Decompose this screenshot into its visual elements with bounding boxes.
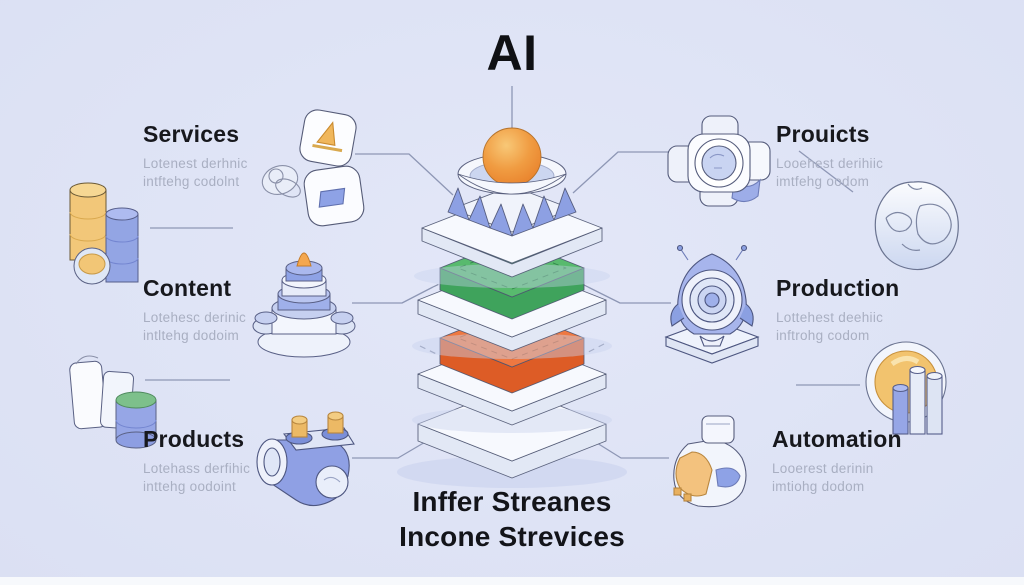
item-label: Automation bbox=[772, 426, 902, 452]
footer-line-2: Incone Strevices bbox=[399, 521, 625, 552]
item-subtext: Lotehass derfihic inttehg oodoint bbox=[143, 461, 251, 494]
item-subtext: Lotehesc derinic intltehg dodoim bbox=[143, 310, 247, 343]
item-subtext: Looerest derinin imtiohg dodom bbox=[772, 461, 874, 494]
crown-teeth bbox=[447, 187, 577, 237]
item-label: Products bbox=[143, 426, 245, 452]
footer-line-1: Inffer Streanes bbox=[412, 486, 612, 517]
tiered-stack-icon bbox=[252, 252, 356, 358]
item-content: Content Lotehesc derinic intltehg dodoim bbox=[143, 275, 353, 345]
item-automation: Automation Looerest derinin imtiohg dodo… bbox=[772, 426, 982, 496]
coin-stacks-icon bbox=[69, 182, 139, 285]
item-products: Products Lotehass derfihic inttehg oodoi… bbox=[143, 426, 353, 496]
dice-knot-icon bbox=[261, 109, 365, 227]
ring-front-lip bbox=[457, 173, 567, 195]
item-label: Content bbox=[143, 275, 232, 301]
item-label: Services bbox=[143, 121, 240, 147]
camera-icon bbox=[667, 115, 771, 207]
globe-icon bbox=[874, 181, 959, 271]
item-services: Services Lotenest derhnic intftehg codol… bbox=[143, 121, 353, 191]
footer-caption: Inffer Streanes Incone Strevices bbox=[0, 484, 1024, 554]
rocket-icon bbox=[664, 244, 760, 364]
item-subtext: Looehest derihiic imtfehg oodom bbox=[776, 156, 884, 189]
ai-stack bbox=[397, 127, 627, 488]
bottom-strip bbox=[0, 577, 1024, 585]
orange-sphere-icon bbox=[482, 127, 542, 187]
item-label: Prouicts bbox=[776, 121, 870, 147]
item-production: Production Lottehest deehiic inftrohg co… bbox=[776, 275, 986, 345]
coin-chart-icon bbox=[865, 341, 947, 435]
item-subtext: Lottehest deehiic inftrohg codom bbox=[776, 310, 884, 343]
machine-icon bbox=[256, 411, 355, 507]
item-prouicts: Prouicts Looehest derihiic imtfehg oodom bbox=[776, 121, 986, 191]
box-database-icon bbox=[69, 355, 157, 449]
item-subtext: Lotenest derhnic intftehg codolnt bbox=[143, 156, 248, 189]
robot-hand-icon bbox=[673, 415, 747, 508]
item-label: Production bbox=[776, 275, 900, 301]
page-title: AI bbox=[486, 25, 538, 81]
connector-lines bbox=[145, 86, 860, 459]
